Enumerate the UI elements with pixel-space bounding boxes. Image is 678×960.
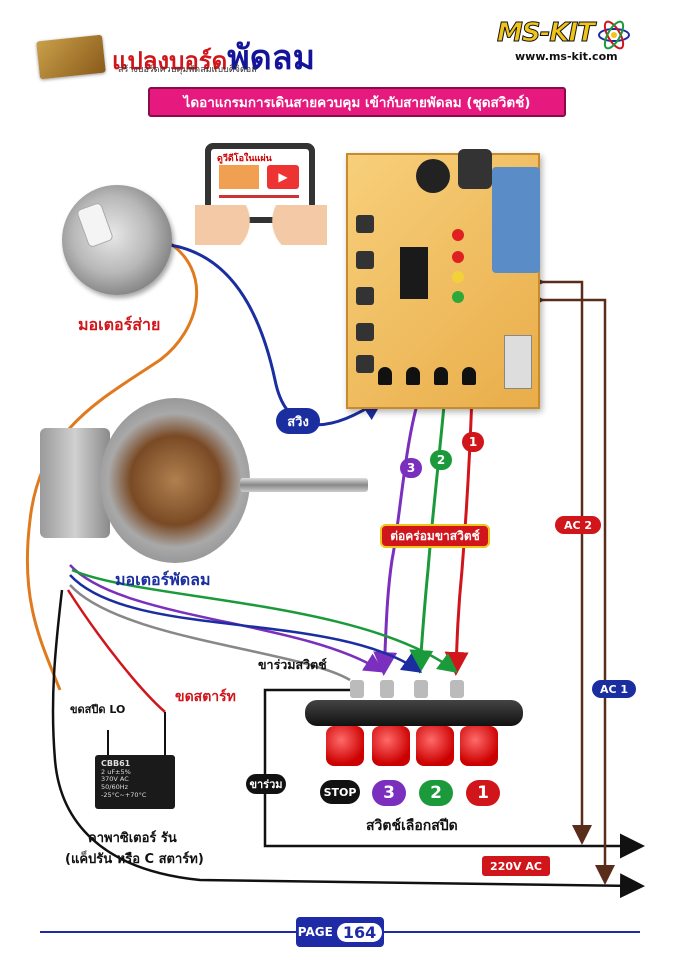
motor-green-wire — [71, 568, 459, 673]
switch-cap-stop — [326, 726, 364, 766]
green-wire — [409, 375, 459, 674]
switch-terminal-3 — [414, 680, 428, 698]
triac-3 — [434, 367, 448, 385]
switch-terminal-1 — [350, 680, 364, 698]
ac1-label: AC 1 — [592, 680, 636, 698]
motor-red-wire — [66, 589, 166, 713]
lo-wire-label: ขดสปีด LO — [70, 703, 126, 716]
motor-blue-wire — [69, 574, 423, 673]
video-thumb — [219, 165, 259, 189]
swing-label: สวิง — [276, 408, 320, 434]
page-num: 164 — [336, 922, 383, 942]
button-4 — [356, 323, 374, 341]
orange-wire — [25, 238, 199, 691]
button-1 — [356, 215, 374, 233]
common-wire — [263, 688, 645, 859]
triac-2 — [406, 367, 420, 385]
cap-print-1: CBB61 — [101, 759, 131, 768]
led-red — [452, 229, 464, 241]
speed-3-badge: 3 — [372, 780, 406, 806]
ac2-label: AC 2 — [555, 516, 601, 534]
atom-icon — [597, 18, 631, 52]
pcb-board — [346, 149, 540, 409]
common-label: ขาร่วม — [246, 774, 286, 794]
button-3 — [356, 287, 374, 305]
brand-url: www.ms-kit.com — [515, 50, 618, 63]
triac-1 — [378, 367, 392, 385]
switch-terminal-4 — [450, 680, 464, 698]
page-number: PAGE 164 — [296, 917, 384, 947]
pin-1-badge: 1 — [462, 432, 484, 452]
play-icon: ▶ — [267, 165, 299, 189]
speed-1-badge: 1 — [466, 780, 500, 806]
switch-cap-3 — [372, 726, 410, 766]
fan-motor-image — [40, 398, 250, 568]
swing-motor-image — [62, 185, 172, 295]
motor-purple-wire — [69, 564, 385, 673]
page-subtitle: สร้างบอร์ดควบคุมพัดลมแบบดิจิตอล — [118, 65, 257, 75]
switch-block-label: สวิตช์เลือกสปีด — [366, 818, 458, 834]
ic-chip — [400, 247, 428, 299]
ac1-wire — [525, 290, 615, 885]
start-wire-label: ขดสตาร์ท — [175, 689, 236, 705]
fan-motor-label: มอเตอร์พัดลม — [115, 570, 211, 589]
pin-2-badge: 2 — [430, 450, 452, 470]
fuse — [504, 335, 532, 389]
button-2 — [356, 251, 374, 269]
cap-print-3: 370V AC — [101, 775, 129, 784]
ac2-wire — [525, 272, 592, 845]
cap-print-5: -25°C~+70°C — [101, 790, 147, 799]
switch-terminal-2 — [380, 680, 394, 698]
connect-switch-label: ต่อคร่อมขาสวิตช์ — [380, 524, 490, 548]
motor-black-wire — [51, 589, 645, 899]
button-5 — [356, 355, 374, 373]
switch-cap-1 — [460, 726, 498, 766]
page-title: แปลงบอร์ดพัดลม — [112, 38, 316, 78]
x-capacitor — [492, 167, 540, 273]
switch-body — [305, 700, 523, 726]
led-yellow — [452, 271, 464, 283]
brand-logo: MS-KIT — [497, 18, 596, 49]
cap-print-2: 2 uF±5% — [101, 767, 131, 776]
switch-cap-2 — [416, 726, 454, 766]
led-red-2 — [452, 251, 464, 263]
swing-wire — [169, 243, 385, 427]
video-progress — [219, 195, 299, 198]
mains-label: 220V AC — [482, 856, 550, 876]
fan-motor-shaft — [240, 478, 368, 492]
stop-badge: STOP — [320, 780, 360, 804]
motor-grey-wire — [69, 584, 351, 682]
capacitor-sublabel: (แค็ปรัน หรือ C สตาร์ท) — [65, 852, 204, 867]
tablet-label: ดูวีดีโอในแผ่น — [217, 154, 272, 164]
swing-motor-label: มอเตอร์ส่าย — [78, 315, 161, 334]
buzzer-icon — [416, 159, 450, 193]
led-green — [452, 291, 464, 303]
diagram-banner: ไดอาแกรมการเดินสายควบคุม เข้ากับสายพัดลม… — [148, 87, 566, 117]
page-label: PAGE — [297, 925, 333, 939]
run-capacitor: CBB61 2 uF±5% 370V AC 50/60Hz -25°C~+70°… — [95, 755, 175, 809]
common-switch-label: ขาร่วมสวิตช์ — [258, 657, 327, 672]
hands-icon — [195, 205, 327, 245]
capacitor-label: คาพาซิเตอร์ รัน — [88, 831, 177, 846]
pin-3-badge: 3 — [400, 458, 422, 478]
speed-2-badge: 2 — [419, 780, 453, 806]
triac-4 — [462, 367, 476, 385]
capacitor-electrolytic — [458, 149, 492, 189]
cap-print-4: 50/60Hz — [101, 783, 129, 792]
